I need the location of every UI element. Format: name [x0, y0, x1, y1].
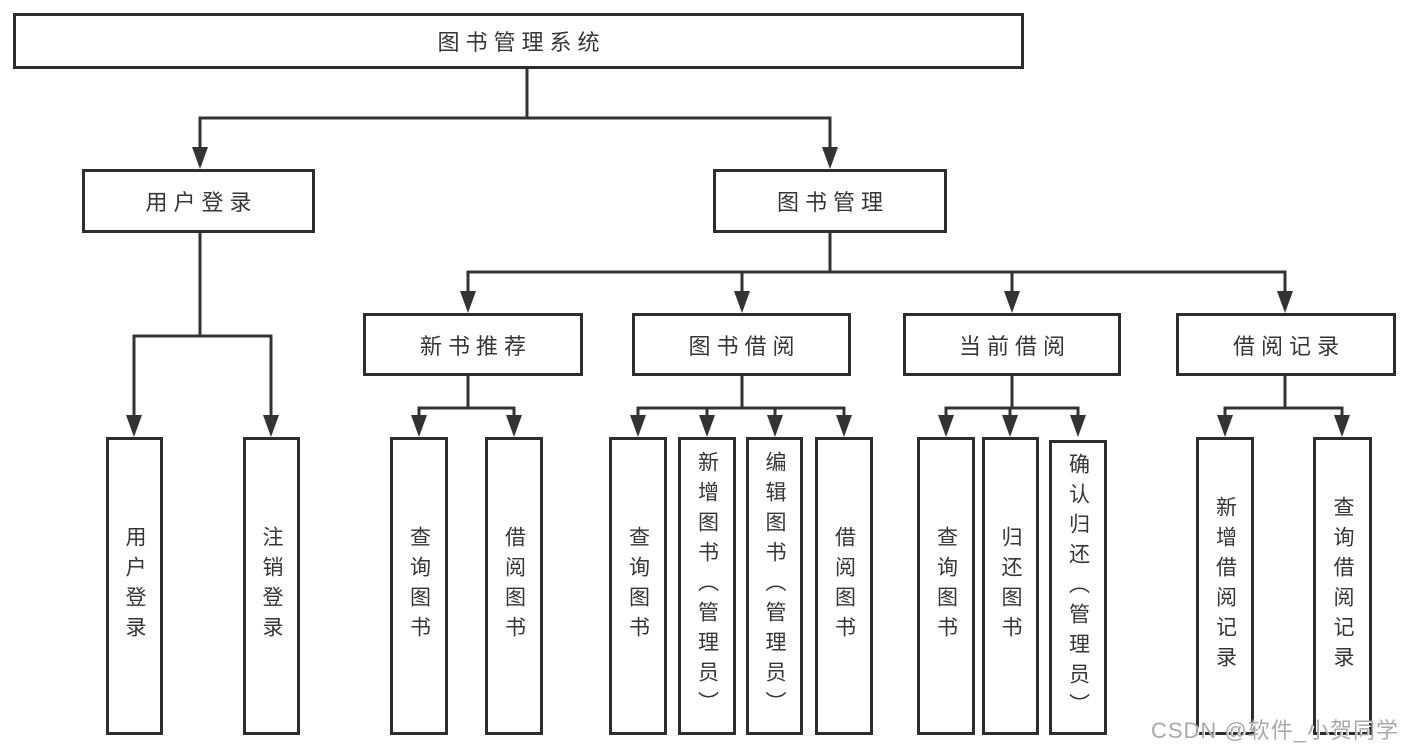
leaf-query-books-current-label: 查询图书	[934, 526, 958, 646]
node-book-management: 图书管理	[713, 169, 947, 233]
node-new-book-recommend: 新书推荐	[363, 313, 583, 376]
node-book-borrowing-label: 图书借阅	[688, 333, 801, 359]
leaf-edit-books-admin-label: 编辑图书（管理员）	[763, 451, 786, 721]
leaf-confirm-return-admin: 确认归还（管理员）	[1049, 440, 1107, 735]
csdn-watermark: CSDN @软件_小贺同学	[1150, 718, 1399, 743]
leaf-user-login-label: 用户登录	[123, 526, 146, 646]
leaf-add-books-admin-label: 新增图书（管理员）	[695, 451, 719, 721]
node-borrowing-records: 借阅记录	[1176, 313, 1396, 376]
leaf-query-books-current: 查询图书	[917, 437, 975, 735]
leaf-borrow-books-borrowing-label: 借阅图书	[832, 526, 856, 646]
leaf-query-books-recommend-label: 查询图书	[407, 526, 431, 646]
leaf-borrow-books-recommend-label: 借阅图书	[502, 526, 526, 646]
leaf-user-login: 用户登录	[106, 437, 163, 735]
leaf-confirm-return-admin-label: 确认归还（管理员）	[1066, 452, 1090, 723]
node-root: 图书管理系统	[13, 13, 1024, 69]
node-user-login-label: 用户登录	[145, 190, 258, 215]
leaf-edit-books-admin: 编辑图书（管理员）	[746, 437, 803, 735]
leaf-add-borrowing-record-label: 新增借阅记录	[1213, 496, 1237, 676]
leaf-borrow-books-recommend: 借阅图书	[485, 437, 543, 735]
leaf-query-borrowing-record-label: 查询借阅记录	[1331, 496, 1354, 676]
leaf-add-books-admin: 新增图书（管理员）	[678, 437, 736, 735]
leaf-return-books: 归还图书	[982, 437, 1039, 735]
node-new-book-recommend-label: 新书推荐	[419, 333, 532, 359]
node-current-borrowing-label: 当前借阅	[958, 333, 1071, 359]
leaf-query-borrowing-record: 查询借阅记录	[1313, 437, 1372, 735]
leaf-query-books-borrowing-label: 查询图书	[626, 526, 650, 646]
leaf-return-books-label: 归还图书	[999, 526, 1022, 646]
leaf-logout-login: 注销登录	[243, 437, 300, 735]
leaf-query-books-borrowing: 查询图书	[609, 437, 667, 735]
node-book-borrowing: 图书借阅	[632, 313, 851, 376]
leaf-add-borrowing-record: 新增借阅记录	[1196, 437, 1254, 735]
node-user-login: 用户登录	[82, 169, 315, 233]
leaf-query-books-recommend: 查询图书	[390, 437, 448, 735]
leaf-borrow-books-borrowing: 借阅图书	[815, 437, 873, 735]
node-borrowing-records-label: 借阅记录	[1232, 333, 1345, 359]
node-root-label: 图书管理系统	[437, 30, 606, 55]
node-book-management-label: 图书管理	[776, 190, 889, 215]
node-current-borrowing: 当前借阅	[903, 313, 1121, 376]
leaf-logout-login-label: 注销登录	[260, 526, 283, 646]
